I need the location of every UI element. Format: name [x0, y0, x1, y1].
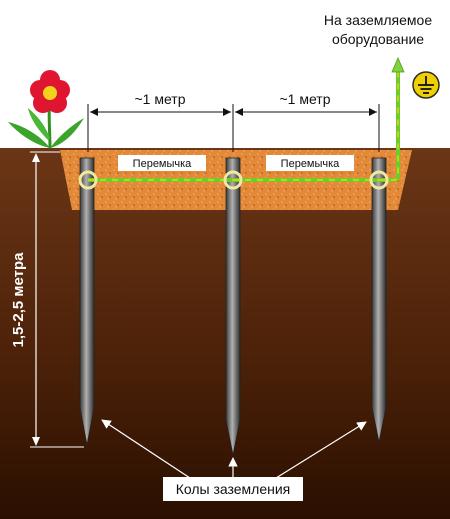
spacing-dimension	[87, 104, 380, 152]
jumper-label-right-box	[266, 155, 354, 171]
rods-label: Колы заземления	[176, 481, 291, 497]
jumper-label-right: Перемычка	[281, 158, 341, 170]
depth-label: 1,5-2,5 метра	[10, 252, 27, 348]
rods-callout-arrows	[101, 419, 367, 479]
jumper-wire	[88, 56, 405, 182]
rod-2	[225, 157, 241, 456]
spacing-label-right: ~1 метр	[280, 91, 331, 107]
jumper-label-left: Перемычка	[133, 158, 193, 170]
rods-label-box	[163, 477, 303, 501]
clamp-1	[78, 170, 98, 190]
jumper-label-left-box	[118, 155, 206, 171]
spacing-label-left: ~1 метр	[135, 91, 186, 107]
clamp-2	[223, 170, 243, 190]
ground-symbol-icon	[412, 71, 440, 99]
depth-dimension	[30, 151, 84, 448]
rod-1	[79, 157, 95, 446]
equipment-label-line2: оборудование	[332, 31, 424, 47]
clamp-3	[369, 170, 389, 190]
rod-3	[371, 157, 387, 443]
equipment-label-line1: На заземляемое	[324, 12, 432, 28]
flower-icon	[8, 70, 84, 149]
